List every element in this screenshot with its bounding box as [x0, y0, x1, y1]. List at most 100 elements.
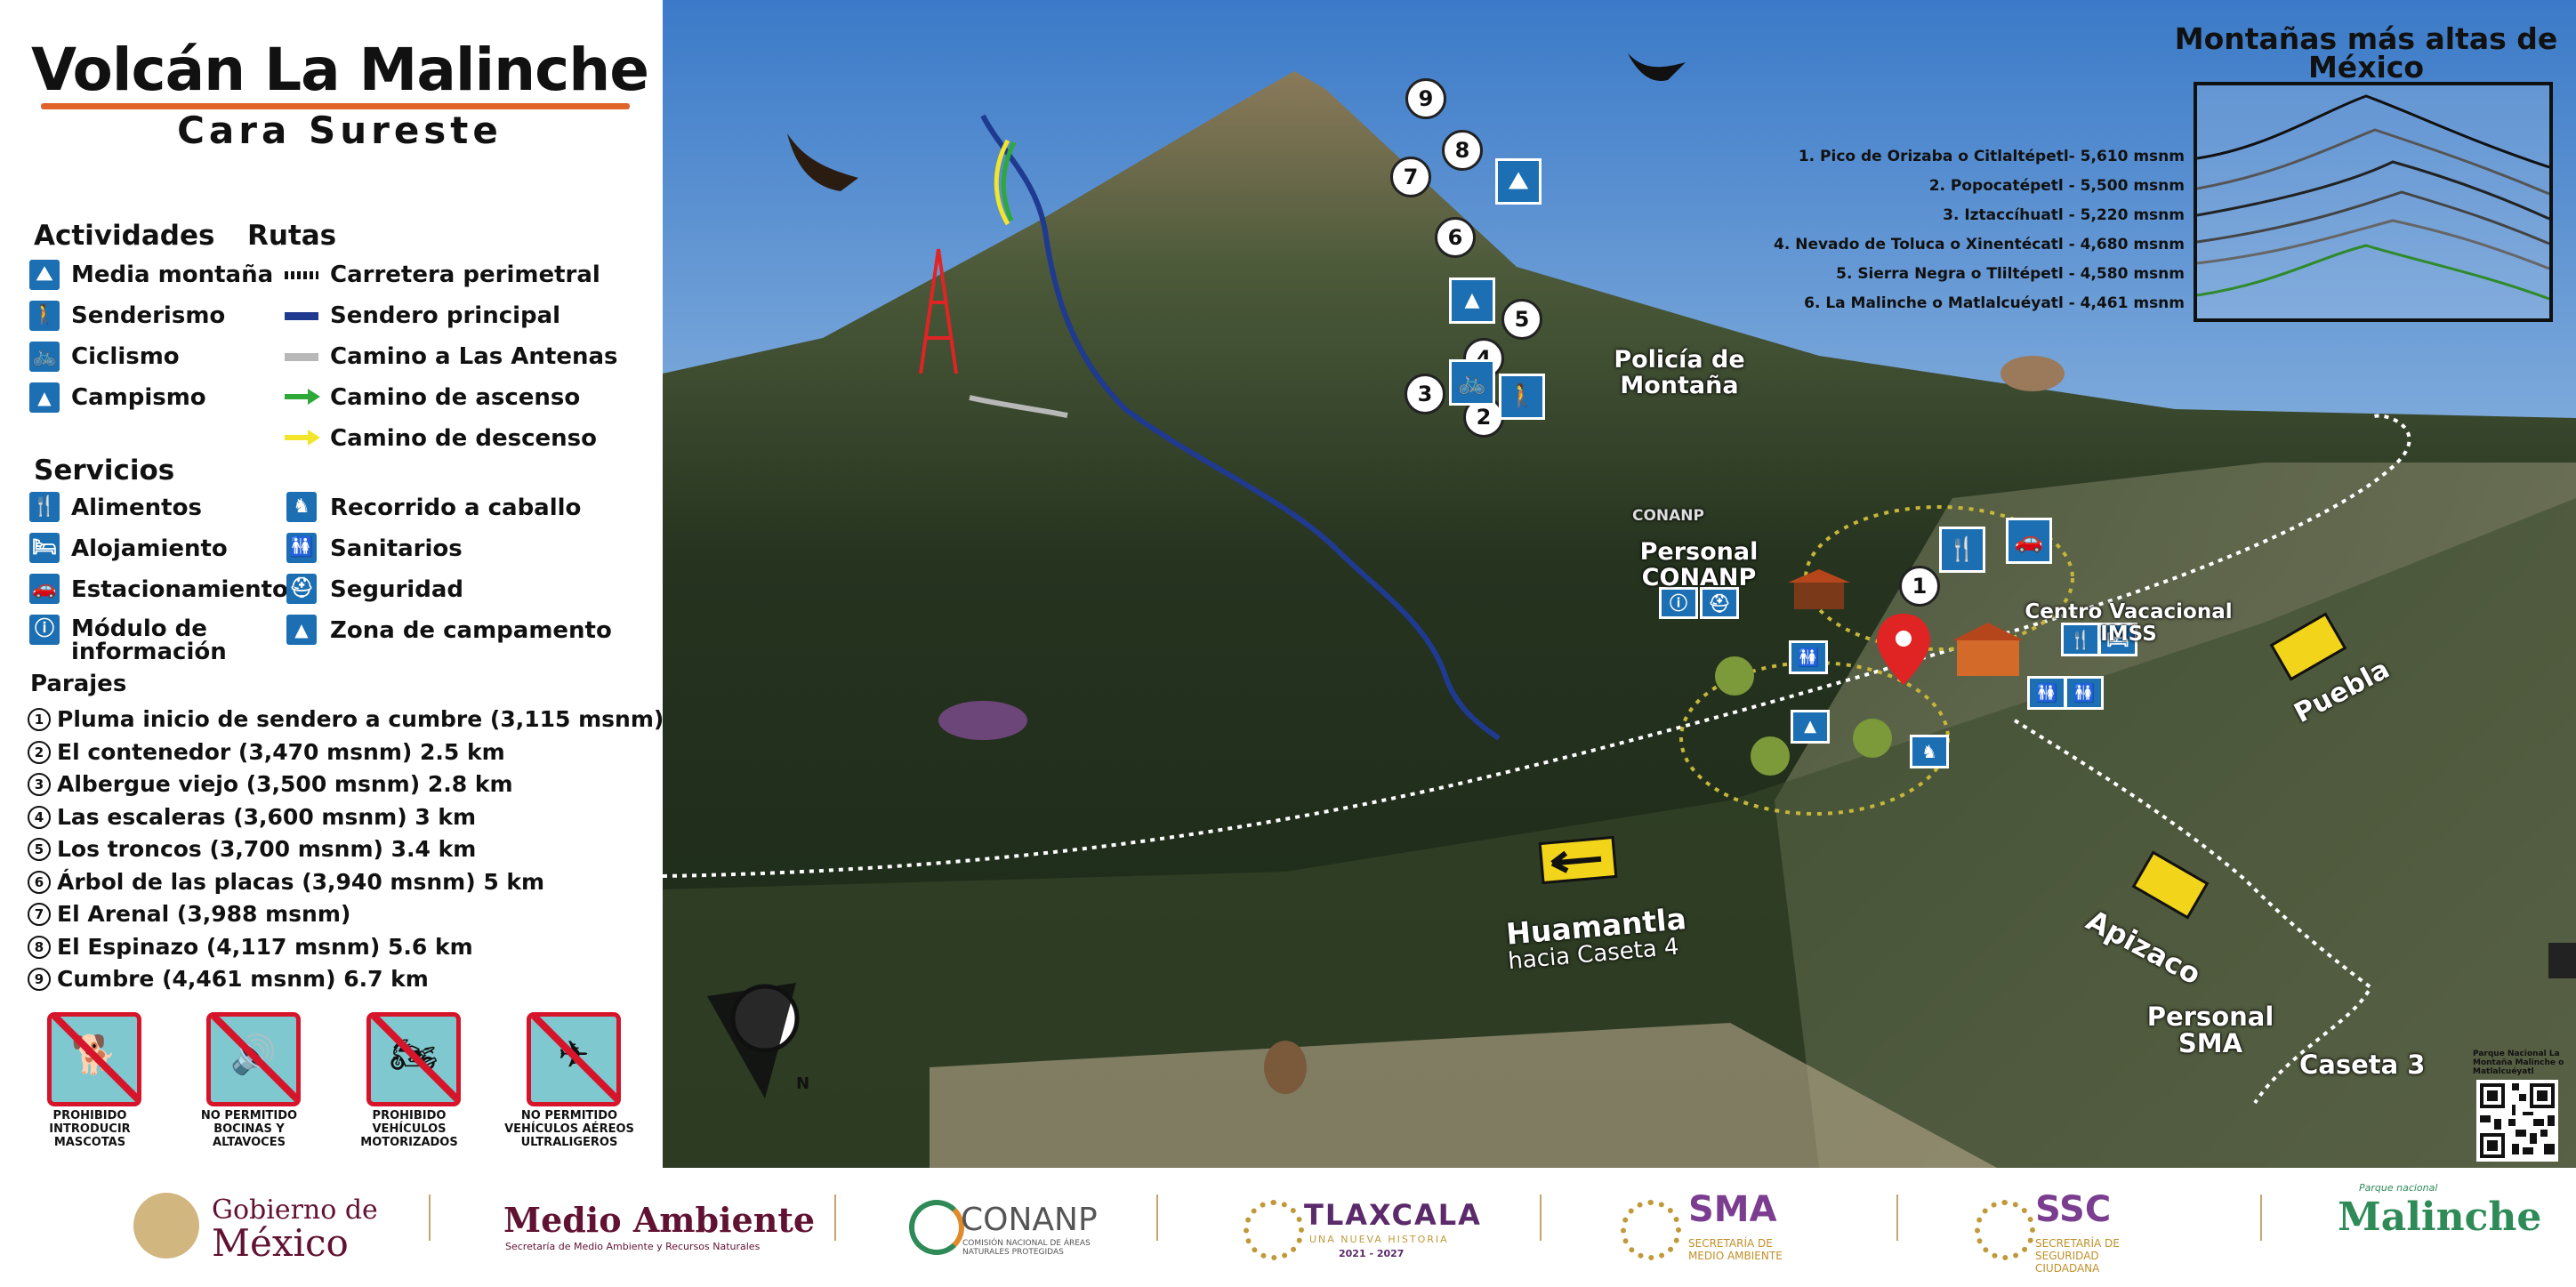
logo-conanp: CONANP: [961, 1202, 1098, 1238]
title-underline: [41, 103, 630, 109]
place-number-badge: 5: [28, 838, 51, 861]
qr-caption: Parque Nacional La Montaña Malinche o Ma…: [2473, 1050, 2564, 1076]
bed-icon: 🛏: [2098, 623, 2137, 656]
route-swatch-perimetral: [285, 271, 318, 279]
activity-label: Media montaña: [71, 261, 274, 288]
place-label: El Arenal (3,988 msnm): [57, 901, 351, 927]
qr-code-icon: [2476, 1080, 2558, 1162]
logo-separator: [2260, 1194, 2262, 1241]
food-icon: 🍴: [1939, 527, 1985, 573]
service-label: Recorrido a caballo: [330, 495, 582, 521]
trail-point-7[interactable]: 7: [1390, 157, 1431, 197]
place-label: Árbol de las placas (3,940 msnm) 5 km: [57, 868, 545, 895]
tlaxcala-flower-icon: [1244, 1200, 1304, 1260]
logo-separator: [834, 1194, 836, 1241]
green-arrow-icon: [285, 389, 320, 405]
info-icon: ⓘ: [1659, 587, 1698, 619]
place-number-badge: 3: [28, 773, 51, 796]
place-number-badge: 6: [28, 870, 51, 894]
peaks-inset-frame: [2194, 82, 2553, 322]
route-label: Sendero principal: [330, 302, 561, 329]
sma-staff-label: Personal SMA: [2146, 1001, 2274, 1058]
police-label: Policía de Montaña: [1614, 346, 1745, 399]
logo-malinche: Malinche: [2338, 1194, 2542, 1240]
activity-label: Ciclismo: [71, 343, 180, 370]
place-label: Pluma inicio de sendero a cumbre (3,115 …: [57, 706, 664, 732]
no-drones-sign: ✈: [527, 1012, 621, 1106]
place-label: El contenedor (3,470 msnm) 2.5 km: [57, 738, 505, 765]
prohibition-label: NO PERMITIDO VEHÍCULOS AÉREOS ULTRALIGER…: [504, 1109, 634, 1149]
prohibition-label: PROHIBIDO VEHÍCULOS MOTORIZADOS: [360, 1109, 458, 1149]
trail-point-1[interactable]: 1: [1899, 566, 1940, 607]
mexico-seal-icon: [133, 1193, 199, 1259]
activities-heading: Actividades: [34, 220, 215, 252]
route-label: Carretera perimetral: [330, 261, 600, 288]
restroom-icon: 🚻: [286, 533, 317, 563]
walking-icon: 🚶: [1499, 374, 1545, 420]
service-label: Zona de campamento: [330, 617, 612, 644]
logo-sma: SMA: [1688, 1189, 1777, 1230]
peak-label: 6. La Malinche o Matlalcuéyatl - 4,461 m…: [1804, 294, 2185, 312]
trail-point-9[interactable]: 9: [1405, 78, 1446, 119]
conanp-logo-icon: [909, 1200, 964, 1255]
legend-panel: Volcán La Malinche Cara Sureste Activida…: [0, 0, 664, 1168]
prohibition-label: NO PERMITIDO BOCINAS Y ALTAVOCES: [200, 1109, 298, 1149]
peak-label: 2. Popocatépetl - 5,500 msnm: [1928, 177, 2185, 195]
logo-ssc-sub: SECRETARÍA DE SEGURIDAD CIUDADANA: [2035, 1237, 2120, 1275]
logo-tlaxcala: TLAXCALA: [1304, 1198, 1482, 1232]
logo-separator: [1156, 1194, 1158, 1241]
service-label: Alimentos: [71, 495, 202, 521]
hiking-icon: ⛰: [29, 260, 60, 290]
logo-ssc: SSC: [2035, 1189, 2112, 1230]
restroom-icon: 🚻: [2065, 676, 2104, 710]
qr-code[interactable]: [2476, 1080, 2558, 1162]
logo-tlaxcala-sub: UNA NUEVA HISTORIA: [1309, 1234, 1449, 1245]
place-label: Albergue viejo (3,500 msnm) 2.8 km: [57, 771, 513, 797]
peaks-profile: [2196, 94, 2550, 301]
sponsor-footer: Gobierno de México Medio Ambiente Secret…: [0, 1168, 2576, 1287]
prohibition-label: PROHIBIDO INTRODUCIR MASCOTAS: [49, 1109, 131, 1149]
no-pets-sign: 🐕: [47, 1012, 141, 1106]
map-title: Volcán La Malinche: [31, 36, 649, 104]
no-vehicles-sign: 🏍: [366, 1012, 461, 1106]
logo-conanp-sub: COMISIÓN NACIONAL DE ÁREAS NATURALES PRO…: [962, 1239, 1091, 1257]
trail-point-5[interactable]: 5: [1501, 299, 1542, 340]
yellow-arrow-icon: [285, 430, 320, 446]
place-number-badge: 7: [28, 903, 51, 926]
logo-tlaxcala-years: 2021 - 2027: [1339, 1248, 1405, 1259]
trail-point-6[interactable]: 6: [1435, 217, 1476, 258]
bed-icon: 🛏: [29, 533, 60, 563]
place-number-badge: 4: [28, 805, 51, 829]
logo-separator: [1540, 1194, 1542, 1241]
activity-label: Senderismo: [71, 302, 226, 329]
food-icon: 🍴: [29, 492, 60, 522]
services-heading: Servicios: [34, 454, 175, 487]
pet-icon: 🐕: [70, 1033, 118, 1076]
places-heading: Parajes: [30, 671, 127, 697]
service-label: Alojamiento: [71, 535, 228, 562]
cycling-icon: 🚲: [1449, 359, 1495, 406]
trail-point-8[interactable]: 8: [1442, 130, 1483, 171]
map-subtitle: Cara Sureste: [177, 109, 503, 152]
food-icon: 🍴: [2061, 623, 2100, 656]
peak-label: 4. Nevado de Toluca o Xinentécatl - 4,68…: [1774, 236, 2185, 253]
drone-icon: ✈: [558, 1033, 590, 1076]
tent-icon: ▲: [29, 382, 60, 413]
tent-icon: ▲: [1791, 710, 1830, 744]
tent-icon: ▲: [1449, 278, 1495, 324]
logo-gobierno-line2: México: [212, 1221, 349, 1265]
compass-north-label: N: [796, 1074, 810, 1093]
centro-vacacional-label: Centro Vacacional IMSS: [2025, 600, 2233, 646]
route-swatch-antenas: [285, 353, 318, 361]
service-label: Estacionamiento: [71, 576, 288, 603]
logo-gobierno-line1: Gobierno de: [212, 1194, 378, 1226]
info-icon: ⓘ: [29, 615, 60, 645]
terrain-map: 9 8 7 6 5 4 3 2 1 ⛰ ▲ 🚲 🚶 🍴 🚗 ⓘ ⛑ 🚻 🍴 🛏 …: [663, 0, 2576, 1168]
speaker-icon: 🔊: [229, 1033, 278, 1076]
security-icon: ⛑: [1700, 587, 1739, 619]
sma-flower-icon: [1621, 1200, 1681, 1260]
service-label: Módulo de información: [71, 615, 227, 665]
camp-zone-icon: ▲: [286, 615, 317, 645]
logo-medio-ambiente-sub: Secretaría de Medio Ambiente y Recursos …: [505, 1241, 761, 1252]
trail-point-3[interactable]: 3: [1405, 374, 1445, 414]
